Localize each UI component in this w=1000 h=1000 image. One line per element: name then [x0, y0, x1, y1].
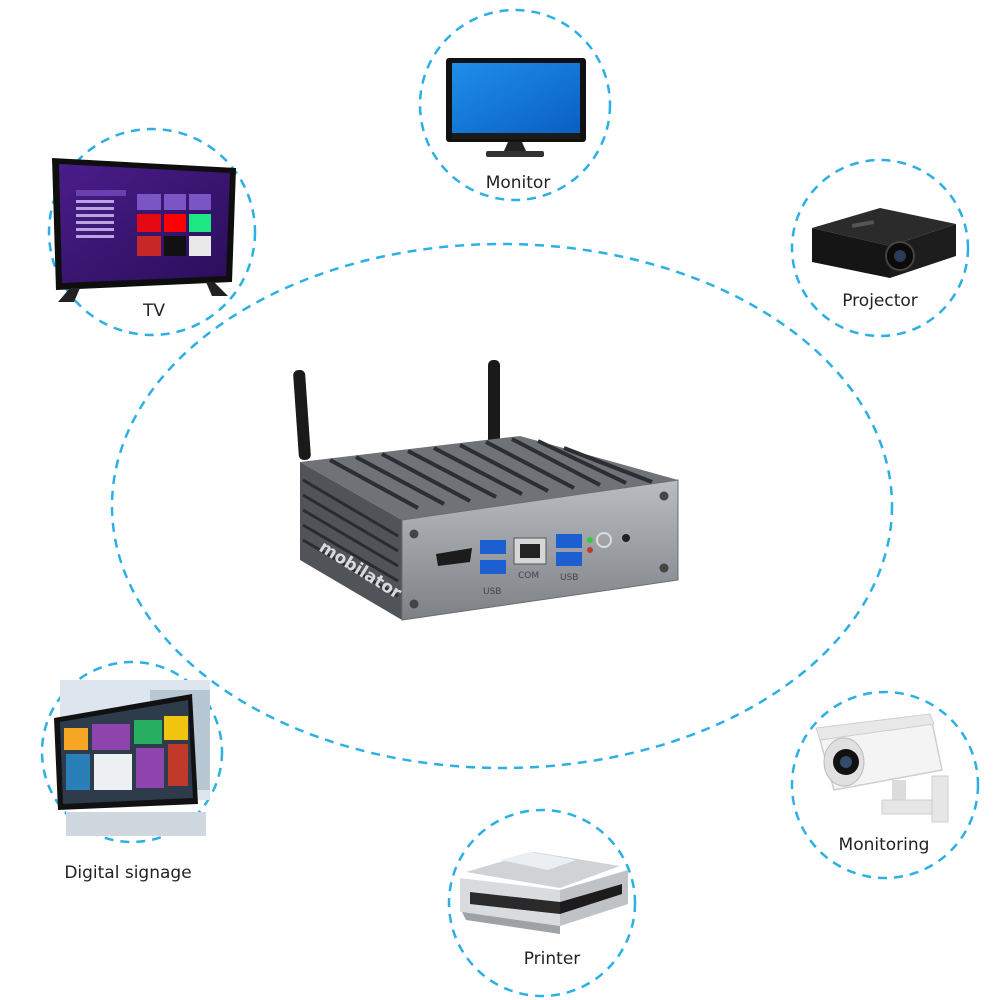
hdmi-port-icon	[436, 548, 472, 566]
power-button-icon	[596, 532, 612, 548]
tv-node	[47, 127, 257, 337]
security-camera-icon	[815, 713, 949, 823]
label-digital-signage: Digital signage	[64, 863, 191, 883]
monitoring-node	[790, 690, 980, 880]
monitor-icon	[446, 58, 586, 157]
projector-node	[790, 158, 970, 338]
port-label-usb: USB	[483, 587, 501, 597]
usb-port-icon	[480, 540, 506, 574]
usb-port-icon	[556, 534, 582, 566]
central-dashed-ellipse	[110, 242, 894, 770]
label-projector: Projector	[842, 291, 918, 311]
port-label-com: COM	[518, 571, 539, 581]
projector-icon	[812, 208, 956, 278]
com-port-icon	[513, 537, 547, 565]
label-printer: Printer	[524, 949, 581, 969]
monitor-node	[418, 8, 612, 202]
antenna-icon	[293, 360, 500, 460]
digital-signage-icon	[54, 680, 210, 836]
printer-icon	[460, 852, 628, 934]
digital-signage-node	[40, 660, 224, 844]
label-tv: TV	[142, 301, 165, 321]
label-monitor: Monitor	[486, 173, 551, 193]
mini-pc-device: USB COM USB mobilator	[293, 360, 679, 621]
tv-icon	[52, 158, 236, 302]
port-label-usb: USB	[560, 573, 578, 583]
printer-node	[447, 808, 637, 998]
label-monitoring: Monitoring	[839, 835, 930, 855]
